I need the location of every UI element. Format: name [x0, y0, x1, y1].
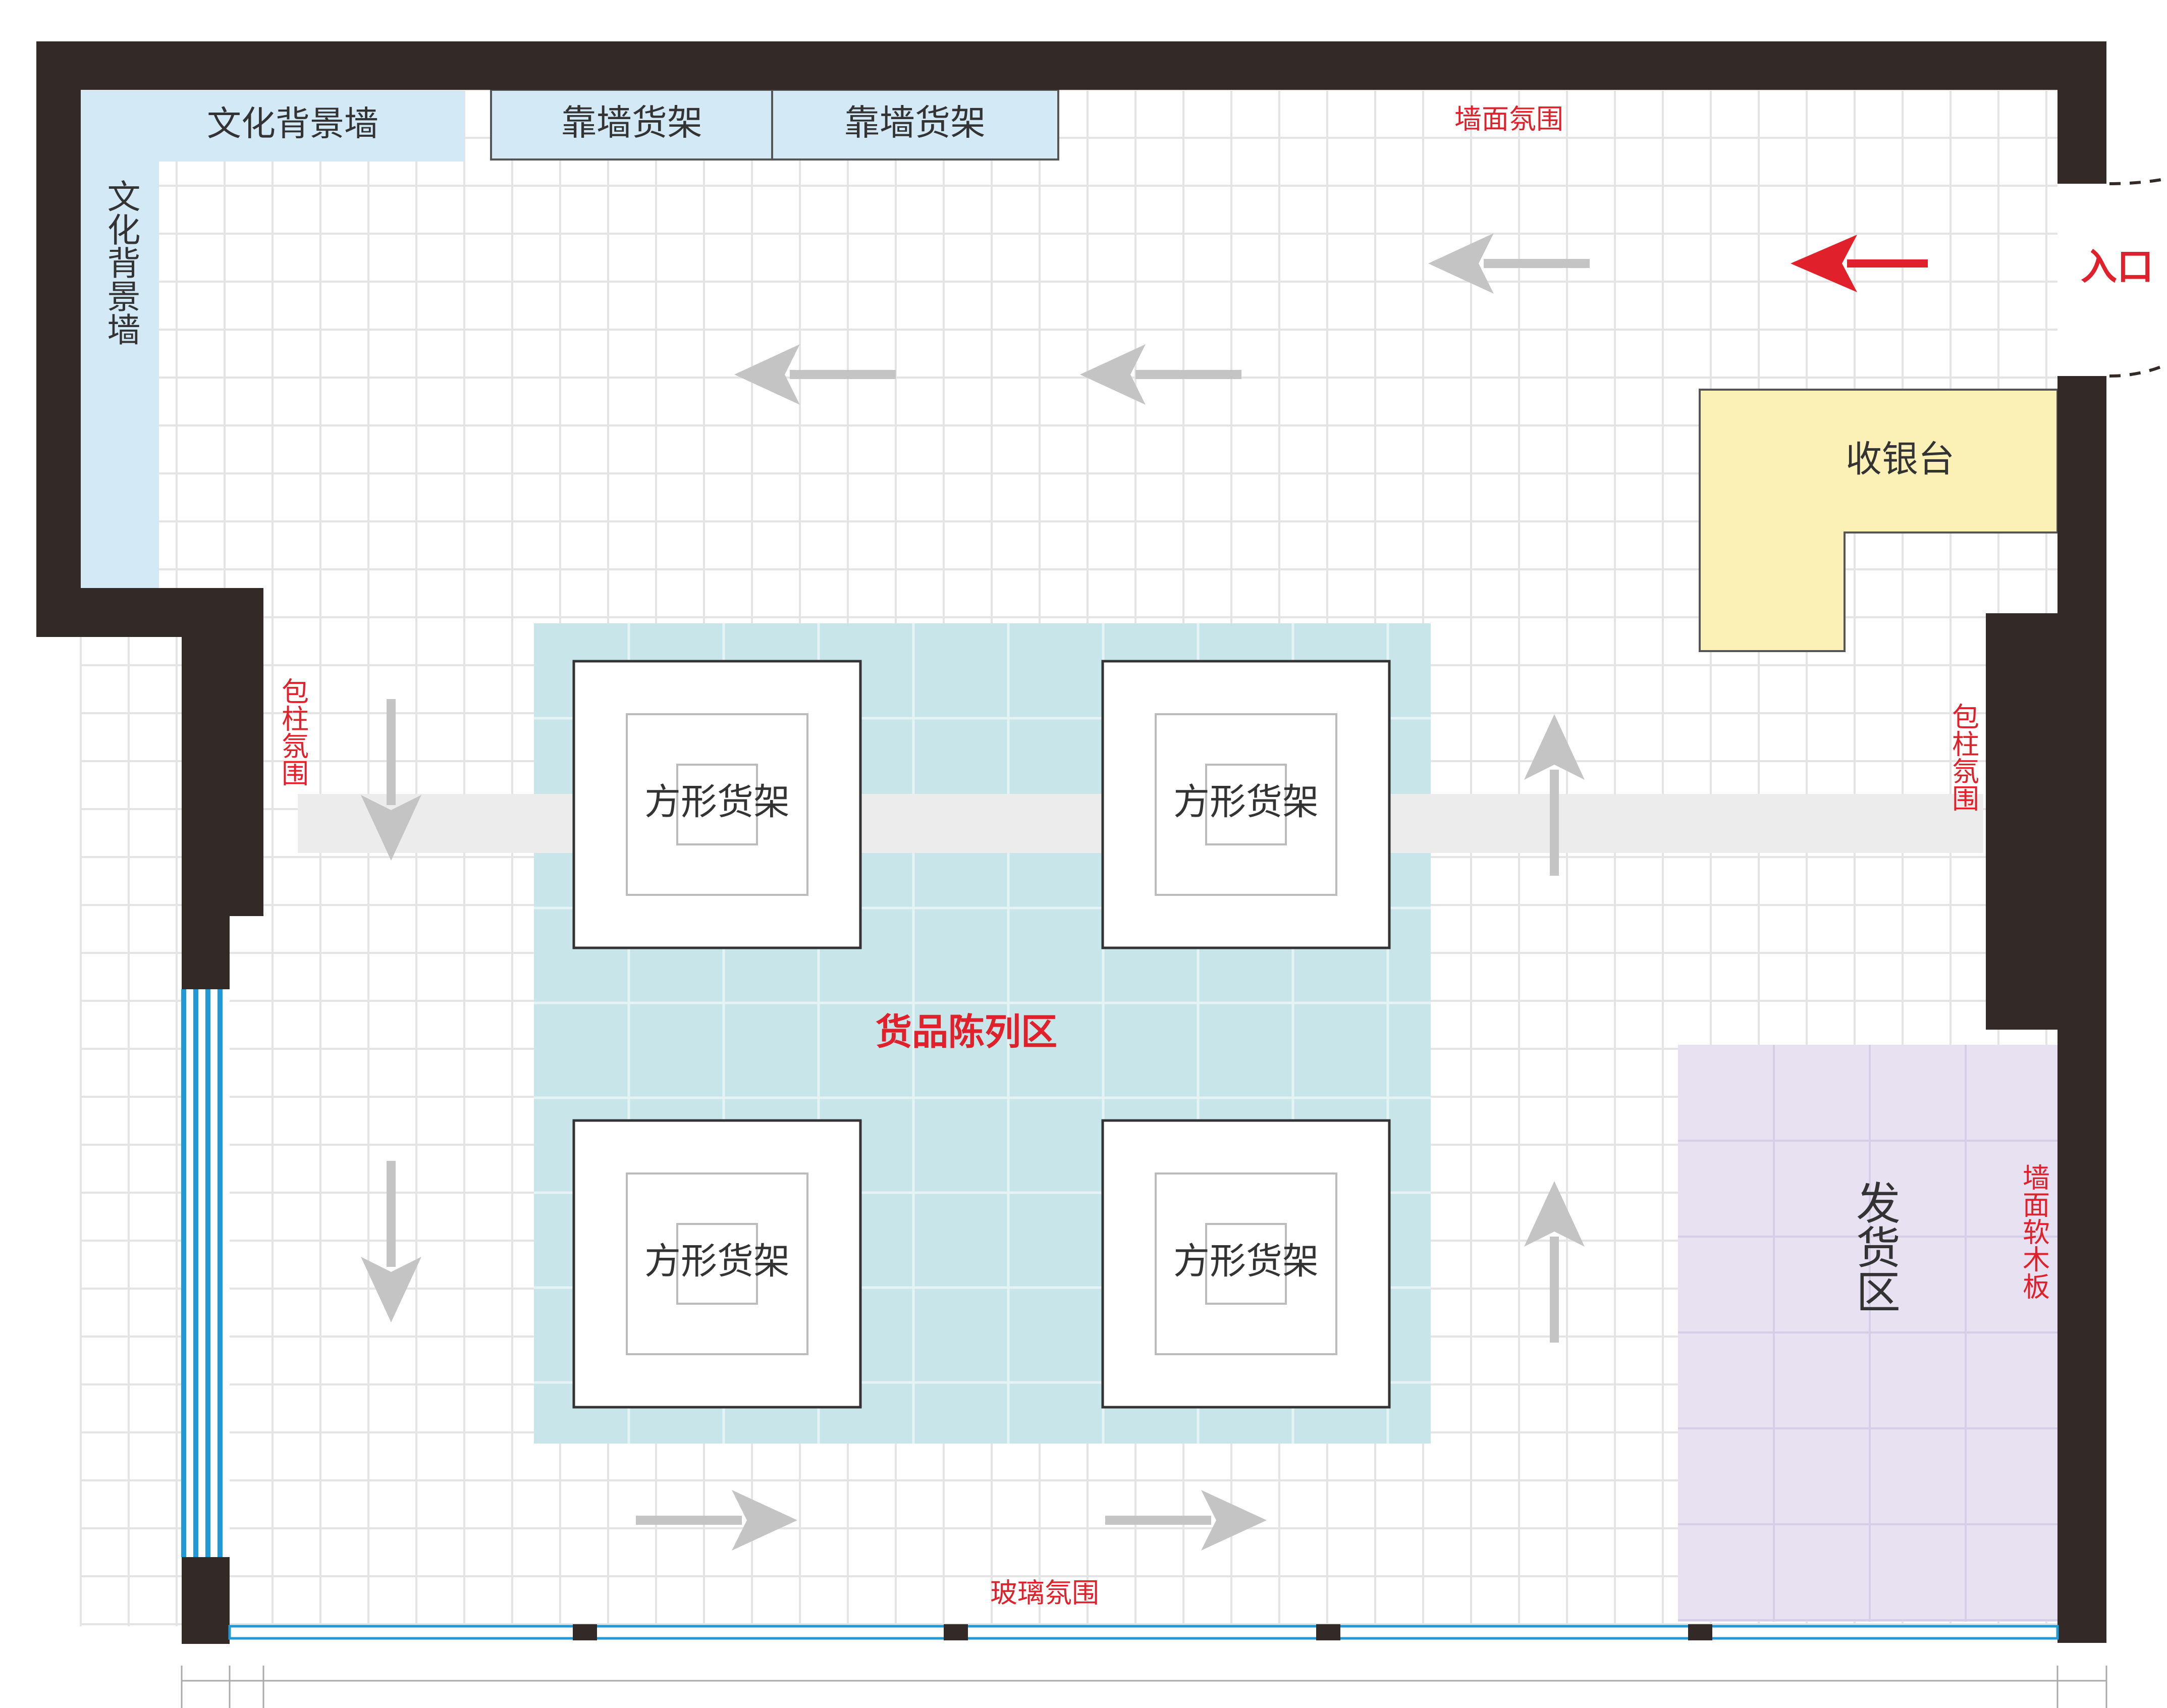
wall-top: [36, 41, 2106, 90]
outer-walls: [36, 41, 2106, 1644]
flow-arrow-icon: [734, 344, 896, 405]
wall-left-bottom: [182, 1557, 230, 1644]
entrance-label: 入口: [2081, 246, 2153, 288]
bottom-glass-wall: [228, 1624, 2059, 1640]
square-shelf: 方形货架: [572, 660, 862, 949]
flow-arrows: [361, 233, 1590, 1551]
culture-wall-left: [81, 91, 159, 588]
shipping-zone-grid: [1678, 1045, 2057, 1622]
column-atmosphere-left-label: 包柱氛围: [277, 677, 309, 786]
wall-shelf-1-label: 靠墙货架: [561, 102, 702, 143]
wall-shelf-2: [771, 89, 1059, 161]
square-shelf-label: 方形货架: [1173, 781, 1319, 823]
wall-right: [2057, 376, 2106, 1643]
cashier-label: 收银台: [1846, 438, 1955, 481]
shipping-zone-label: 发货区: [1849, 1180, 1901, 1313]
wall-left-mid: [182, 588, 230, 992]
column-atmosphere-right-label: 包柱氛围: [1947, 703, 1979, 812]
flow-arrow-icon: [636, 1490, 797, 1551]
wall-right-top: [2057, 41, 2106, 184]
flow-arrow-icon: [1428, 233, 1590, 294]
culture-wall-top-label: 文化背景墙: [207, 104, 378, 144]
square-shelf-label: 方形货架: [644, 781, 790, 823]
flow-arrow-icon: [361, 699, 421, 861]
flow-arrow-icon: [1080, 344, 1241, 405]
wall-shelf-2-label: 靠墙货架: [844, 102, 986, 143]
dimension-line: [181, 1666, 2107, 1708]
flow-arrow-icon: [361, 1161, 421, 1322]
wall-upper-left: [36, 41, 81, 637]
square-shelf-label: 方形货架: [1173, 1240, 1319, 1283]
flow-arrow-icon: [1524, 714, 1585, 876]
flow-arrow-icon: [1105, 1490, 1267, 1551]
display-zone-label: 货品陈列区: [876, 1011, 1057, 1053]
cork-board-label: 墙面软木板: [2018, 1163, 2050, 1300]
column-right: [1986, 613, 2057, 1030]
wall-atmosphere-top-label: 墙面氛围: [1454, 103, 1563, 135]
entrance-arrow-icon: [1791, 235, 1928, 292]
square-shelf: 方形货架: [572, 1119, 862, 1409]
left-glass-window: [181, 989, 230, 1557]
square-shelf: 方形货架: [1101, 1119, 1391, 1409]
flow-arrow-icon: [1524, 1181, 1585, 1343]
glass-atmosphere-label: 玻璃氛围: [990, 1577, 1099, 1609]
square-shelf: 方形货架: [1101, 660, 1391, 949]
entrance-door-swing: [2109, 177, 2167, 378]
culture-wall-left-label: 文化背景墙: [102, 179, 141, 346]
square-shelf-label: 方形货架: [644, 1240, 790, 1283]
